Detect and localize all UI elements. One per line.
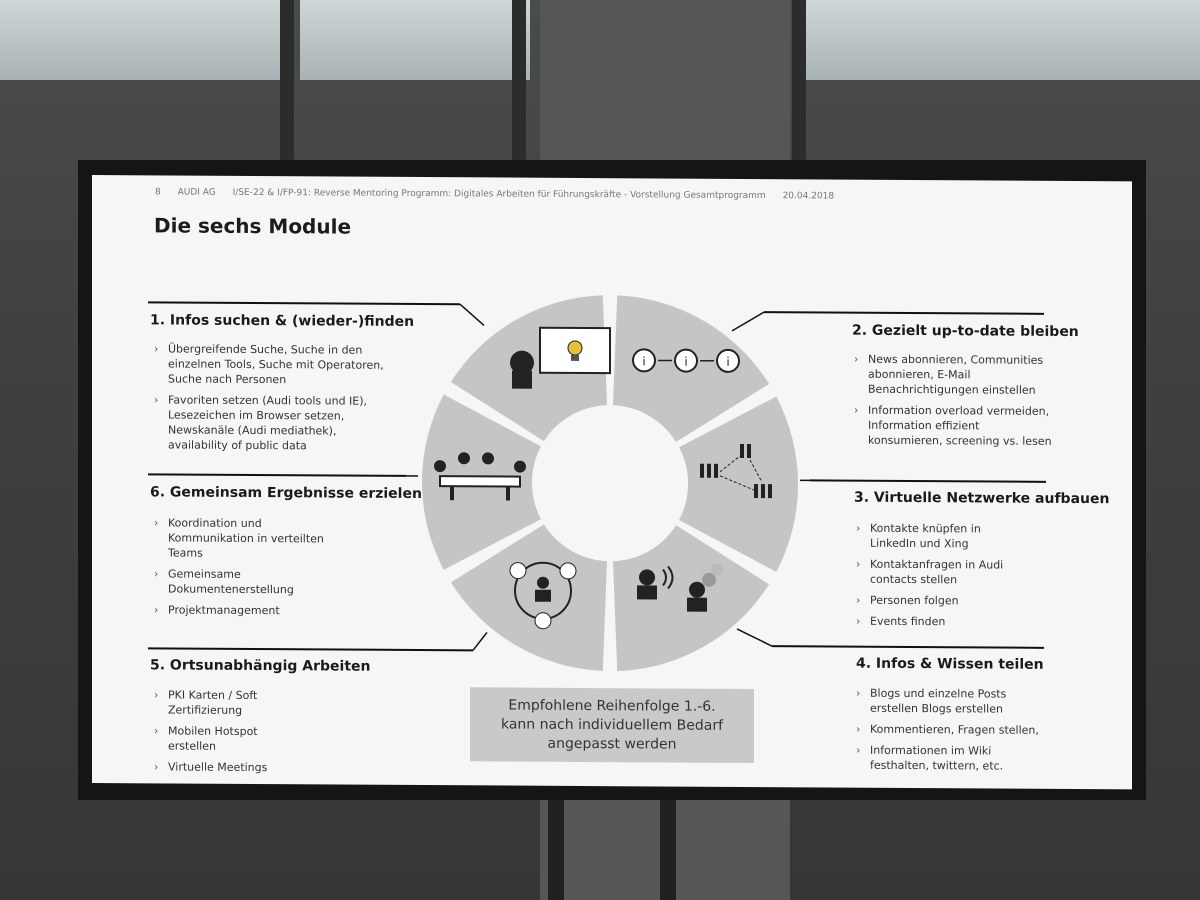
info-exchange-icon: i i i	[632, 348, 740, 373]
recommendation-line: Empfohlene Reihenfolge 1.-6.	[508, 697, 716, 715]
screen-stand	[660, 795, 676, 900]
window-mullion	[512, 0, 526, 170]
slide: 8 AUDI AG I/SE-22 & I/FP-91: Reverse Men…	[92, 175, 1132, 790]
window-mullion	[280, 0, 294, 170]
window-mullion	[792, 0, 806, 170]
svg-text:i: i	[642, 354, 645, 368]
svg-text:i: i	[684, 355, 687, 369]
screen-stand	[548, 795, 564, 900]
idea-presenter-icon	[510, 326, 611, 389]
window-middle	[300, 0, 530, 80]
window-left	[0, 0, 280, 80]
network-people-icon	[700, 443, 772, 499]
connector-lines	[406, 303, 810, 651]
meeting-table-icon	[434, 452, 526, 501]
module-wheel: i i i	[421, 295, 798, 672]
window-right	[805, 0, 1200, 80]
sharing-people-icon	[637, 563, 723, 612]
recommendation-line: angepasst werden	[547, 735, 677, 753]
wheel-segment	[450, 524, 608, 671]
wheel-segment	[678, 396, 798, 572]
recommendation-line: kann nach individuellem Bedarf	[500, 715, 724, 734]
svg-text:i: i	[726, 355, 729, 369]
remote-work-icon	[509, 561, 577, 630]
recommendation-box: Empfohlene Reihenfolge 1.-6. kann nach i…	[470, 687, 754, 764]
